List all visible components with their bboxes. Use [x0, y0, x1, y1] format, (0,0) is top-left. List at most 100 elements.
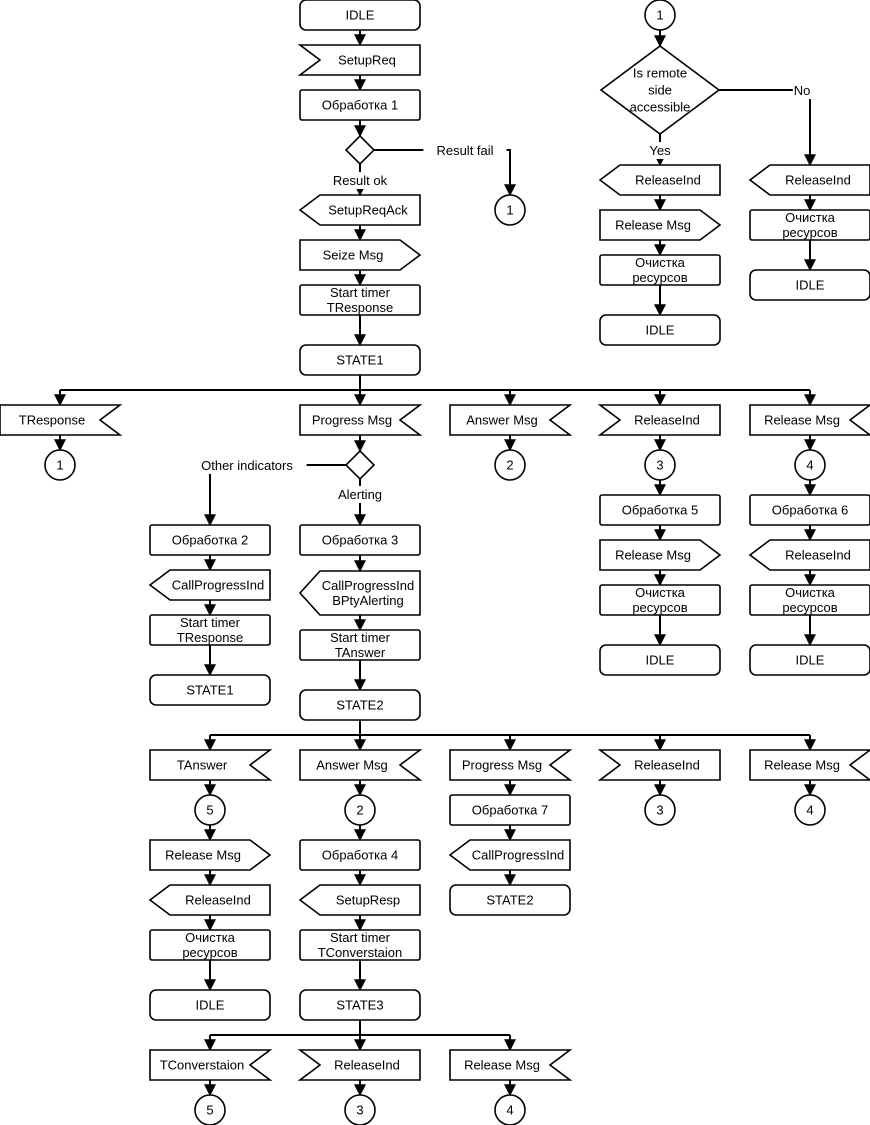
l-yes-label: Yes — [649, 143, 671, 158]
c-s1-answer-node: 2 — [494, 449, 526, 481]
timer-symbol — [299, 404, 423, 436]
n-s1-answer-node: Answer Msg — [449, 404, 573, 436]
node-label: Обработка 1 — [322, 98, 398, 113]
c-s2-tans-node: 5 — [194, 794, 226, 826]
task-box — [299, 629, 421, 661]
output-symbol — [448, 839, 571, 871]
c-s1-relmsg-node: 4 — [794, 449, 826, 481]
node-label: Обработка 7 — [472, 803, 548, 818]
task-box — [449, 794, 571, 826]
node-label: CallProgressInd — [472, 848, 565, 863]
output-symbol — [298, 570, 421, 616]
n-s3-relmsg-node: Release Msg — [449, 1049, 573, 1081]
decision-symbol — [344, 134, 376, 166]
node-label: IDLE — [646, 323, 675, 338]
node-label: Обработка 4 — [322, 848, 398, 863]
node-label: 1 — [656, 8, 663, 23]
timer-symbol — [0, 404, 123, 436]
output-symbol — [298, 884, 421, 916]
c-s2-relind-node: 3 — [644, 794, 676, 826]
connector-circle — [794, 449, 826, 481]
node-label: Очистка — [785, 210, 836, 225]
node-label: Seize Msg — [323, 248, 384, 263]
node-label: CallProgressInd — [322, 578, 415, 593]
node-label: Очистка — [185, 930, 236, 945]
connector-circle — [44, 449, 76, 481]
task-box — [599, 254, 721, 286]
n-s1-progress-node: Progress Msg — [299, 404, 423, 436]
n-s2-tans-node: TAnswer — [149, 749, 273, 781]
n-s2-answer-node: Answer Msg — [299, 749, 423, 781]
task-box — [299, 929, 421, 961]
l-alerting-label: Alerting — [338, 487, 382, 502]
edge-label-bg — [423, 142, 507, 159]
node-label: BPtyAlerting — [332, 593, 404, 608]
node-label: 4 — [506, 1103, 513, 1118]
node-label: ReleaseInd — [634, 413, 700, 428]
task-box — [149, 614, 271, 646]
task-box — [299, 524, 421, 556]
state-box — [599, 644, 721, 676]
n-idle5-node: IDLE — [599, 644, 721, 676]
output-symbol — [148, 884, 271, 916]
node-label: Обработка 2 — [172, 533, 248, 548]
node-label: SetupReqAck — [328, 203, 408, 218]
node-label: 2 — [356, 803, 363, 818]
node-label: TConverstaion — [160, 1058, 245, 1073]
node-label: Очистка — [635, 585, 686, 600]
n-relind-no-node: ReleaseInd — [748, 164, 870, 196]
n-s1-tresp-node: TResponse — [0, 404, 123, 436]
n-proc7-node: Обработка 7 — [449, 794, 571, 826]
c-s1-tresp-node: 1 — [44, 449, 76, 481]
node-label: CallProgressInd — [172, 578, 265, 593]
n-cpi-a-node: CallProgressInd — [148, 569, 271, 601]
node-label: Start timer — [330, 285, 391, 300]
n-relmsg-yes-node: Release Msg — [599, 209, 722, 241]
n-s2-relind-node: ReleaseInd — [597, 749, 721, 781]
node-label: TResponse — [177, 630, 243, 645]
task-box — [149, 929, 271, 961]
state-box — [149, 674, 271, 706]
node-label: 3 — [356, 1103, 363, 1118]
edge-label-bg — [187, 457, 307, 474]
send-symbol — [299, 239, 422, 271]
state-box — [749, 269, 870, 301]
connector-circle — [644, 0, 676, 31]
timer-symbol — [299, 749, 423, 781]
node-label: ReleaseInd — [634, 758, 700, 773]
node-label: 3 — [656, 803, 663, 818]
l-result-ok-label: Result ok — [333, 173, 388, 188]
edge-label-bg — [792, 82, 812, 99]
node-label: TAnswer — [335, 645, 386, 660]
l-result-fail-label: Result fail — [436, 143, 493, 158]
n-idle6-node: IDLE — [749, 644, 870, 676]
output-symbol — [748, 539, 870, 571]
decision-symbol — [599, 45, 721, 135]
node-label: TAnswer — [177, 758, 228, 773]
node-label: side — [648, 83, 672, 98]
task-box — [299, 284, 421, 316]
n-state1b-node: STATE1 — [149, 674, 271, 706]
node-label: ReleaseInd — [785, 173, 851, 188]
node-label: IDLE — [796, 278, 825, 293]
input-symbol — [297, 1049, 421, 1081]
node-label: Очистка — [785, 585, 836, 600]
node-label: ReleaseInd — [635, 173, 701, 188]
connector-circle — [494, 1094, 526, 1125]
output-symbol — [298, 194, 421, 226]
timer-symbol — [149, 749, 273, 781]
node-label: Release Msg — [615, 218, 691, 233]
node-label: Release Msg — [464, 1058, 540, 1073]
node-label: ресурсов — [632, 270, 687, 285]
node-label: Обработка 5 — [622, 503, 698, 518]
connector-circle — [344, 794, 376, 826]
node-label: IDLE — [646, 653, 675, 668]
